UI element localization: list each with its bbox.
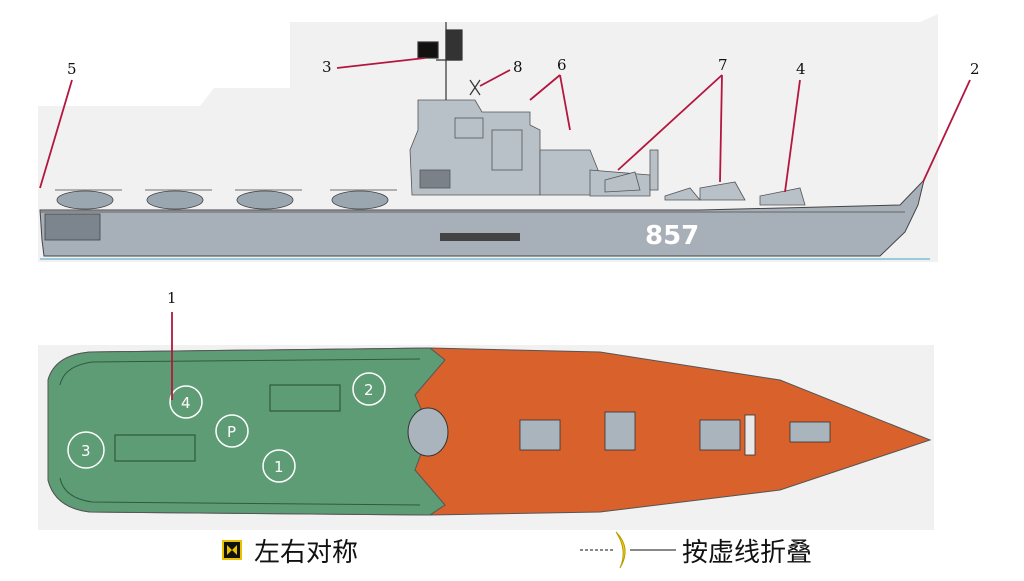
pad-p-label: P: [227, 423, 236, 441]
callout-2: 2: [970, 60, 980, 78]
pad-4-label: 4: [181, 394, 191, 412]
hangar-opening: [44, 213, 101, 241]
main-mast: [417, 22, 481, 100]
forward-weapons: [604, 149, 806, 206]
pad-1-label: 1: [274, 458, 284, 476]
callout-8: 8: [513, 58, 523, 76]
callout-5: 5: [67, 60, 77, 78]
callout-4: 4: [796, 60, 806, 78]
pad-2-label: 2: [364, 381, 374, 399]
pad-3: [67, 431, 105, 469]
helicopter-pads: [67, 372, 386, 483]
island-superstructure: [409, 99, 651, 197]
bridge-dome: [407, 407, 449, 457]
pad-4: [169, 385, 203, 419]
legend-fold: 按虚线折叠: [580, 530, 812, 570]
lift-2: [269, 384, 341, 412]
callout-lines: [39, 57, 971, 400]
symmetry-icon: [222, 540, 242, 560]
callout-3: 3: [322, 58, 332, 76]
hull-hatch: [440, 233, 520, 241]
legend-symmetric-label: 左右对称: [254, 537, 359, 568]
fold-line-icon: [580, 531, 676, 569]
legend-symmetric: 左右对称: [222, 530, 358, 570]
callout-1: 1: [167, 289, 177, 307]
pad-2: [352, 372, 386, 406]
pad-p: [215, 414, 249, 448]
helicopters: [55, 189, 397, 210]
pad-1: [262, 449, 296, 483]
top-view-deck: 3 4 P 1 2: [47, 347, 932, 516]
side-hull: [39, 178, 925, 257]
forward-deck-fittings: [519, 411, 831, 456]
pad-3-label: 3: [81, 442, 91, 460]
flight-deck: [47, 347, 446, 516]
legend-fold-label: 按虚线折叠: [682, 537, 813, 568]
lift-1: [114, 434, 196, 462]
callout-6: 6: [557, 56, 567, 74]
callout-7: 7: [718, 56, 728, 74]
hull-number: 857: [645, 221, 699, 251]
